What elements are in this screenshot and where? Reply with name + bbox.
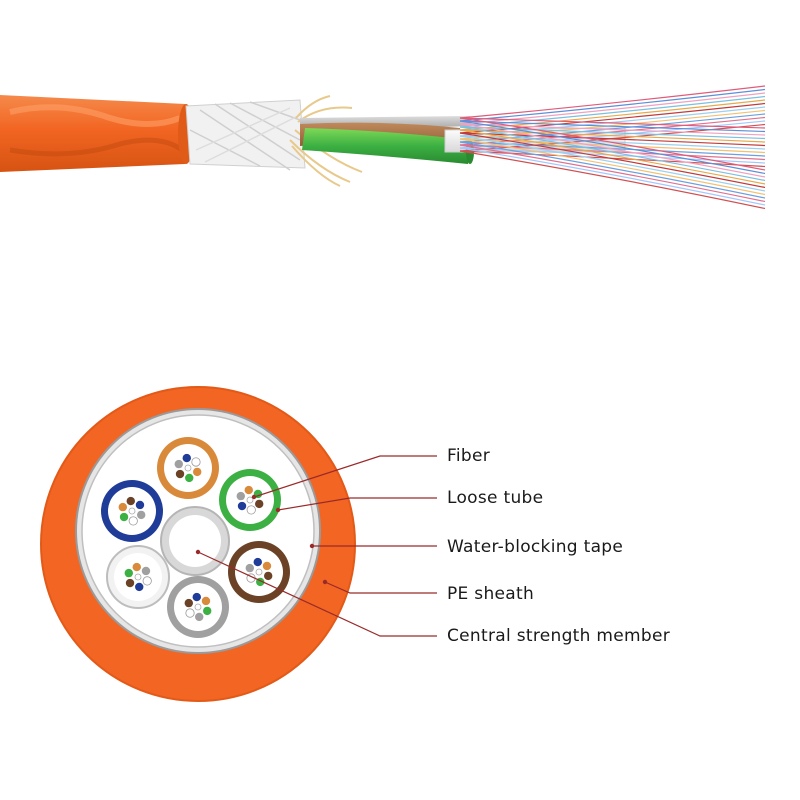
loose-tube <box>157 437 219 499</box>
cable-water-blocking-tape <box>185 99 306 171</box>
fiber-strand <box>459 88 766 122</box>
fiber-dot <box>264 571 273 581</box>
fiber-strand <box>459 135 766 192</box>
fiber-dot <box>135 500 145 510</box>
fiber-strand <box>459 85 766 119</box>
fiber-dot <box>174 459 183 469</box>
loose-tube <box>228 541 290 603</box>
fiber-dot <box>125 578 135 588</box>
fiber-dot <box>182 453 191 463</box>
fiber-dot <box>203 606 212 616</box>
fiber-dot <box>246 505 256 515</box>
fiber-strand <box>459 117 766 129</box>
loose-tube <box>219 469 281 531</box>
loose-tube <box>106 545 170 609</box>
fiber-dot <box>253 557 262 567</box>
label-fiber: Fiber <box>447 446 491 466</box>
fiber-dot <box>124 568 133 578</box>
fiber-strand <box>459 138 766 196</box>
label-water-blocking-tape: Water-blocking tape <box>447 537 624 557</box>
cable-illustration <box>0 85 766 210</box>
fiber-dot <box>201 596 211 606</box>
fiber-dot <box>236 491 245 501</box>
fiber-strand <box>459 120 766 133</box>
leader-central-strength-member <box>195 549 437 637</box>
fiber-dot <box>195 612 204 622</box>
fiber-dot <box>132 562 141 572</box>
fiber-strand <box>459 129 766 185</box>
fiber-strand <box>459 132 766 147</box>
central-strength-member <box>160 506 230 576</box>
cable-outer-sheath <box>0 95 194 172</box>
cable-fibers <box>459 85 766 210</box>
fiber-dot <box>245 563 254 573</box>
fiber-dot <box>137 510 146 520</box>
loose-tube <box>167 576 229 638</box>
fiber-dot <box>185 473 194 483</box>
fiber-dot <box>237 501 247 511</box>
leader-pe-sheath <box>322 579 437 594</box>
fiber-strand <box>459 144 766 203</box>
fiber-strand <box>459 132 766 189</box>
fiber-strand <box>459 92 766 125</box>
fiber-strand <box>459 147 766 206</box>
fiber-strand <box>459 117 766 171</box>
fiber-dot <box>128 516 138 526</box>
leader-loose-tube <box>275 497 437 513</box>
fiber-dot <box>255 499 264 509</box>
fiber-dot <box>126 496 135 506</box>
fiber-dot <box>141 566 151 576</box>
fiber-dot <box>119 512 129 522</box>
fiber-strand <box>459 126 766 140</box>
leader-fiber <box>251 455 437 500</box>
fiber-dot <box>262 561 272 571</box>
fiber-strand <box>459 123 766 136</box>
fiber-strand <box>459 150 766 210</box>
fiber-dot <box>175 469 185 479</box>
fiber-dot <box>135 582 144 592</box>
fiber-strand <box>459 126 766 182</box>
fiber-dot <box>184 598 193 608</box>
label-central-strength-member: Central strength member <box>447 626 671 646</box>
fiber-dot <box>191 457 201 467</box>
fiber-dot <box>193 467 202 477</box>
fiber-strand <box>459 123 766 178</box>
label-pe-sheath: PE sheath <box>447 584 535 604</box>
fiber-strand <box>459 120 766 175</box>
fiber-dot <box>192 592 201 602</box>
leader-water-blocking-tape <box>309 543 437 549</box>
fiber-dot <box>118 502 127 512</box>
fiber-strand <box>459 141 766 199</box>
fiber-dot <box>244 485 253 495</box>
fiber-dot <box>142 576 152 586</box>
fiber-dot <box>185 608 195 618</box>
loose-tube <box>101 480 163 542</box>
fiber-strand <box>459 129 766 143</box>
leader-lines <box>195 455 437 637</box>
cross-section-diagram <box>40 386 437 702</box>
label-loose-tube: Loose tube <box>447 488 544 508</box>
